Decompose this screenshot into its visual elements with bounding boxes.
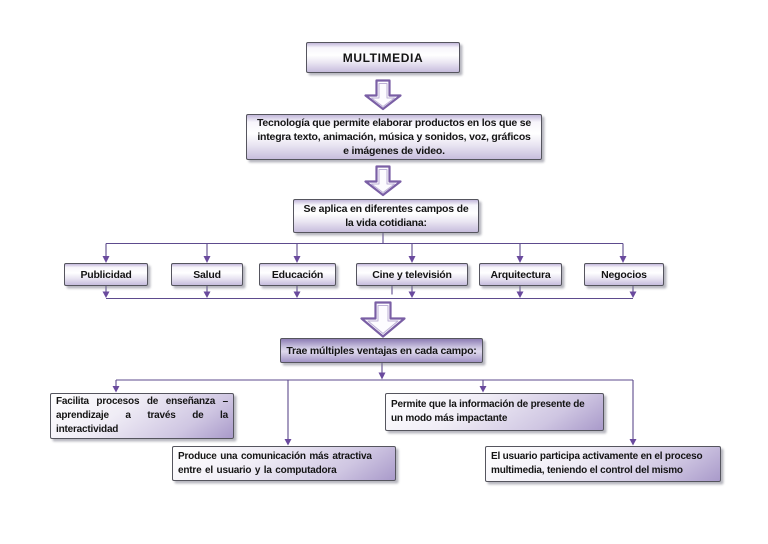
down-block-arrow-icon bbox=[364, 79, 402, 111]
advantage-node-produce: Produce una comunicación más atractiva e… bbox=[172, 446, 396, 481]
arrowhead-icon bbox=[102, 291, 110, 298]
field-label: Negocios bbox=[601, 268, 647, 281]
down-block-arrow-icon bbox=[360, 301, 406, 338]
title-node: MULTIMEDIA bbox=[306, 42, 460, 73]
definition-node: Tecnología que permite elaborar producto… bbox=[246, 114, 542, 160]
arrowhead-icon bbox=[619, 256, 627, 263]
advantage-text: Permite que la información de presente d… bbox=[391, 399, 585, 424]
advantage-node-facilita: Facilita procesos de enseñanza – aprendi… bbox=[50, 393, 234, 439]
definition-text: Tecnología que permite elaborar producto… bbox=[256, 117, 532, 157]
arrowhead-icon bbox=[479, 386, 487, 393]
arrowhead-icon bbox=[516, 291, 524, 298]
title-label: MULTIMEDIA bbox=[342, 50, 424, 65]
arrowhead-icon bbox=[378, 372, 386, 380]
arrowhead-icon bbox=[284, 439, 292, 446]
field-node-publicidad: Publicidad bbox=[64, 263, 148, 286]
arrowhead-icon bbox=[408, 256, 416, 263]
application-text: Se aplica en diferentes campos de la vid… bbox=[303, 203, 469, 229]
down-block-arrow-icon bbox=[364, 165, 402, 197]
advantages-header-text: Trae múltiples ventajas en cada campo: bbox=[286, 344, 477, 357]
field-node-cine-y-television: Cine y televisión bbox=[356, 263, 468, 286]
advantage-text: Facilita procesos de enseñanza – aprendi… bbox=[56, 396, 228, 435]
arrowhead-icon bbox=[516, 256, 524, 263]
field-label: Publicidad bbox=[80, 268, 132, 281]
advantage-text: Produce una comunicación más atractiva e… bbox=[178, 450, 372, 476]
advantage-text: El usuario participa activamente en el p… bbox=[491, 451, 703, 476]
arrowhead-icon bbox=[293, 291, 301, 298]
field-node-negocios: Negocios bbox=[584, 263, 664, 286]
arrowhead-icon bbox=[629, 291, 637, 298]
application-node: Se aplica en diferentes campos de la vid… bbox=[293, 199, 479, 233]
arrowhead-icon bbox=[408, 291, 416, 298]
field-node-educacion: Educación bbox=[259, 263, 336, 286]
field-node-salud: Salud bbox=[171, 263, 243, 286]
field-label: Cine y televisión bbox=[372, 268, 452, 281]
field-node-arquitectura: Arquitectura bbox=[479, 263, 562, 286]
arrowhead-icon bbox=[203, 291, 211, 298]
arrowhead-icon bbox=[203, 256, 211, 263]
arrowhead-icon bbox=[293, 256, 301, 263]
field-label: Educación bbox=[271, 268, 324, 281]
field-label: Salud bbox=[193, 268, 221, 281]
advantage-node-usuario: El usuario participa activamente en el p… bbox=[485, 446, 721, 482]
advantage-node-permite: Permite que la información de presente d… bbox=[385, 393, 604, 431]
field-label: Arquitectura bbox=[490, 268, 551, 281]
arrowhead-icon bbox=[112, 386, 120, 393]
arrowhead-icon bbox=[102, 256, 110, 263]
arrowhead-icon bbox=[629, 439, 637, 446]
advantages-header-node: Trae múltiples ventajas en cada campo: bbox=[280, 338, 483, 363]
